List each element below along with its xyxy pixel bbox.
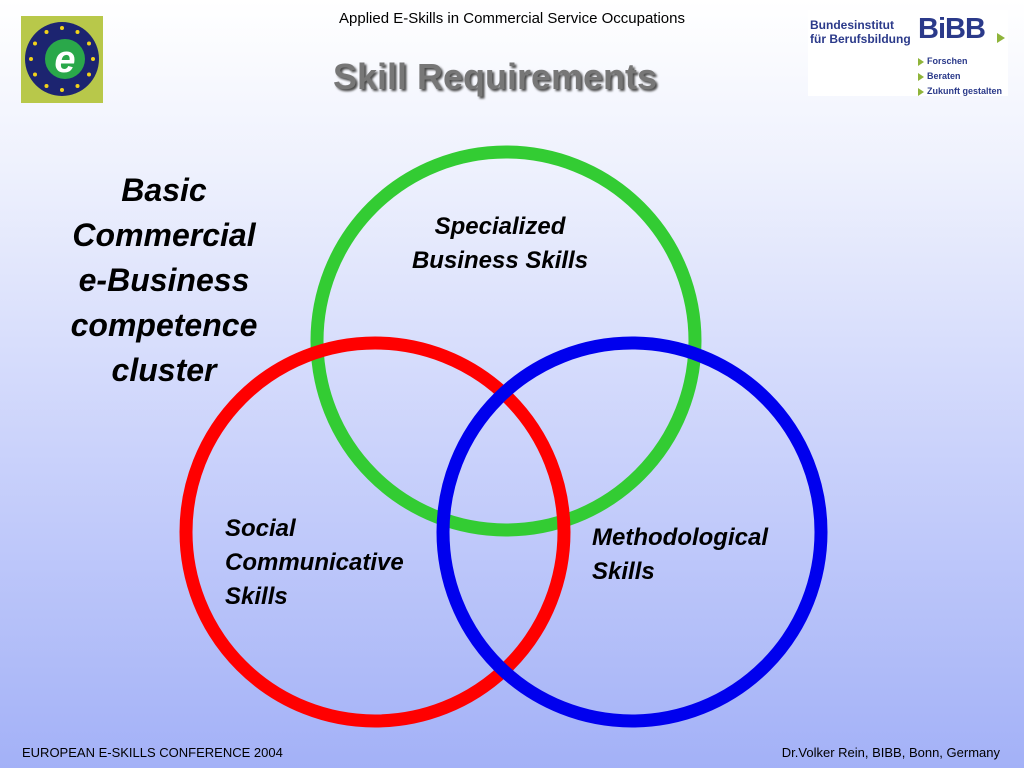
footer-author: Dr.Volker Rein, BIBB, Bonn, Germany xyxy=(781,745,1000,760)
bibb-tag: Beraten xyxy=(918,69,1002,84)
e-skills-eu-stars-logo-icon: e xyxy=(25,22,99,96)
bibb-taglines: Forschen Beraten Zukunft gestalten xyxy=(918,54,1002,99)
specialized-label: Specialized Business Skills xyxy=(411,213,589,274)
methodological-circle xyxy=(436,336,828,728)
bibb-name-line2: für Berufsbildung xyxy=(810,32,911,46)
cluster-line: competence xyxy=(70,307,258,343)
triangle-bullet-icon xyxy=(918,87,924,96)
bibb-institute-name: Bundesinstitut für Berufsbildung xyxy=(810,18,911,46)
bibb-arrow-icon xyxy=(997,33,1005,43)
header-title: Applied E-Skills in Commercial Service O… xyxy=(339,10,685,27)
social-circle xyxy=(179,336,571,728)
specialized-circle xyxy=(310,145,702,537)
triangle-bullet-icon xyxy=(918,57,924,66)
bibb-name-line1: Bundesinstitut xyxy=(810,18,894,32)
competence-cluster-text: Basic Commercial e-Business competence c… xyxy=(40,168,288,393)
bibb-tag: Zukunft gestalten xyxy=(918,84,1002,99)
bibb-tag: Forschen xyxy=(918,54,1002,69)
cluster-line: Basic xyxy=(121,172,207,208)
cluster-line: e-Business xyxy=(78,262,250,298)
cluster-line: cluster xyxy=(111,352,217,388)
slide-title: Skill Requirements xyxy=(332,56,658,97)
triangle-bullet-icon xyxy=(918,72,924,81)
social-label: Social Communicative Skills xyxy=(225,515,404,610)
bibb-wordmark: BiBB xyxy=(918,13,986,45)
footer-conference: EUROPEAN E-SKILLS CONFERENCE 2004 xyxy=(22,745,283,760)
bibb-logo: Bundesinstitut für Berufsbildung BiBB Fo… xyxy=(808,10,1008,96)
e-letter: e xyxy=(54,39,75,81)
e-skills-logo: e xyxy=(21,16,103,103)
methodological-label: Methodological Skills xyxy=(592,524,768,585)
cluster-line: Commercial xyxy=(72,217,256,253)
